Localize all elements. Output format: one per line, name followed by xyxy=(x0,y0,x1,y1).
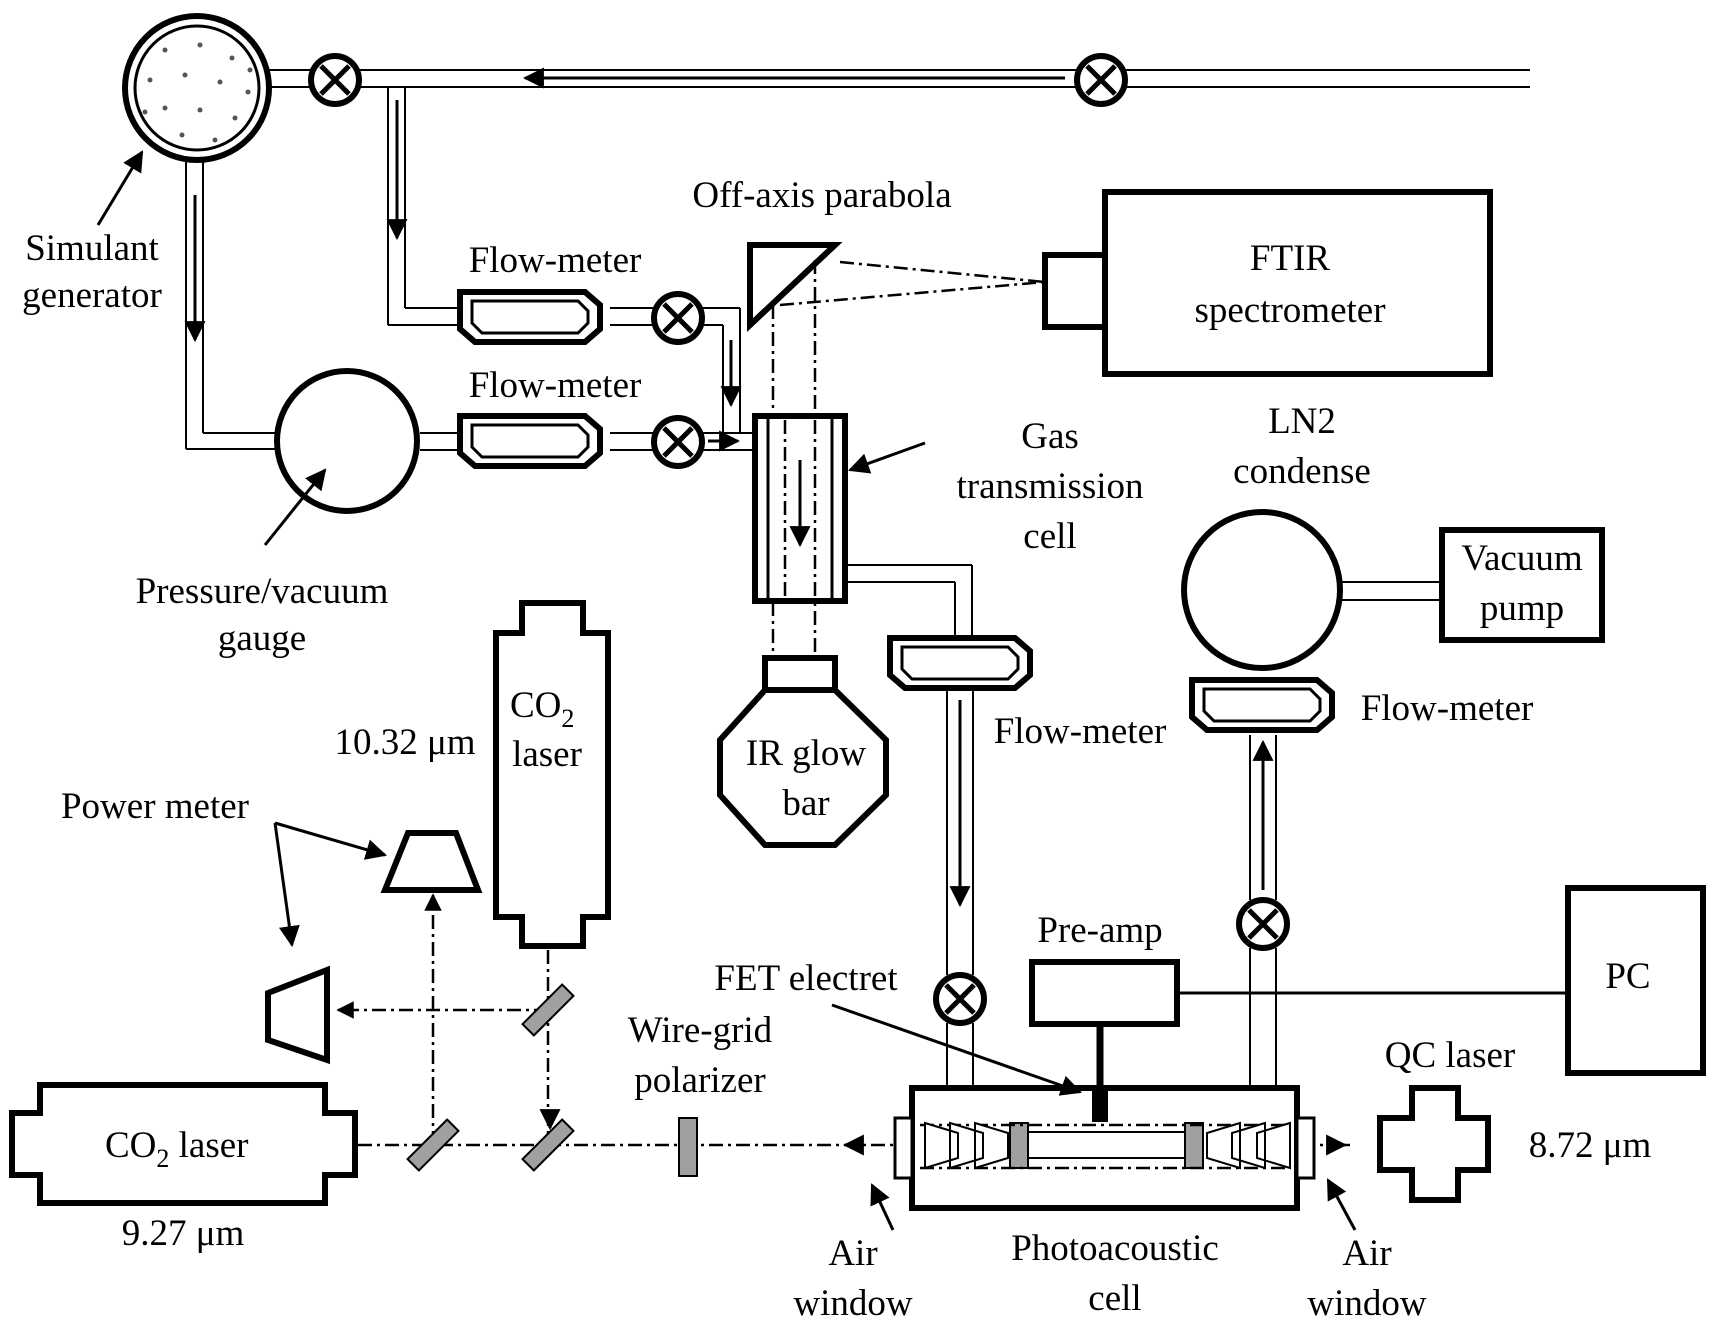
pre-amp xyxy=(1029,959,1180,1027)
pressure-gauge-label-1: Pressure/vacuum xyxy=(136,571,389,612)
co2-laser-vertical-label-1: CO2 xyxy=(510,685,574,733)
mirrors xyxy=(406,983,575,1172)
air-window-right xyxy=(1295,1116,1316,1180)
air-window-left xyxy=(893,1116,914,1180)
flow-meter-mid xyxy=(460,416,600,466)
simulant-generator-label-2: generator xyxy=(22,275,162,316)
valve-pa-outlet xyxy=(1239,900,1287,948)
off-axis-parabola-label: Off-axis parabola xyxy=(692,175,951,216)
flow-meter-right xyxy=(1192,680,1332,730)
vacuum-pump-label-2: pump xyxy=(1480,588,1564,629)
co2-laser-vertical-label-2: laser xyxy=(512,734,582,775)
co2-laser-horizontal xyxy=(9,1082,358,1206)
gas-cell-label-2: transmission xyxy=(956,466,1143,507)
ir-glow-bar-label-2: bar xyxy=(782,783,829,824)
valve-top-right xyxy=(1077,56,1125,104)
wavelength-1032-label: 10.32 μm xyxy=(334,722,475,763)
air-window-right-label-2: window xyxy=(1307,1283,1427,1324)
gas-cell-label-3: cell xyxy=(1023,516,1076,557)
generator-dots xyxy=(142,42,253,143)
pressure-gauge-label-2: gauge xyxy=(218,618,306,659)
vacuum-pump xyxy=(1439,527,1605,643)
air-window-left-label-2: window xyxy=(793,1283,913,1324)
wire-grid-polarizer xyxy=(678,1117,698,1177)
ftir-label-2: spectrometer xyxy=(1194,290,1385,331)
flow-meter-right-label: Flow-meter xyxy=(1361,688,1534,729)
pre-amp-label: Pre-amp xyxy=(1037,910,1162,951)
co2-laser-horizontal-label: CO2 laser xyxy=(105,1125,249,1173)
off-axis-parabola xyxy=(747,242,843,332)
air-window-left-label-1: Air xyxy=(828,1233,877,1274)
pc xyxy=(1565,885,1706,1076)
gas-transmission-cell xyxy=(752,413,848,604)
simulant-generator xyxy=(122,13,272,163)
air-window-right-label-1: Air xyxy=(1342,1233,1391,1274)
ln2-label-2: condense xyxy=(1233,451,1371,492)
qc-laser xyxy=(1377,1085,1491,1203)
valve-lower-branch xyxy=(654,418,702,466)
valve-top-left xyxy=(311,56,359,104)
gas-cell-label-1: Gas xyxy=(1021,416,1079,457)
power-meter-top xyxy=(380,830,483,893)
photoacoustic-cell xyxy=(893,1085,1316,1211)
wire-grid-label-1: Wire-grid xyxy=(628,1010,773,1051)
flow-meter-top xyxy=(460,292,600,342)
ftir-input-port xyxy=(1042,252,1108,330)
qc-laser-label: QC laser xyxy=(1385,1035,1516,1076)
fet-electret-label: FET electret xyxy=(714,958,898,999)
valve-pa-inlet xyxy=(936,975,984,1023)
co2-laser-vertical xyxy=(493,600,611,949)
vacuum-pump-label-1: Vacuum xyxy=(1461,538,1582,579)
ftir-label-1: FTIR xyxy=(1250,238,1331,279)
flow-meter-mid-label: Flow-meter xyxy=(469,365,642,406)
laser-beam-paths xyxy=(336,893,1350,1156)
flow-meter-top-label: Flow-meter xyxy=(469,240,642,281)
ln2-condenser xyxy=(1181,509,1343,671)
valve-upper-branch xyxy=(654,294,702,342)
gas-pipes xyxy=(185,69,1568,1095)
pressure-vacuum-gauge xyxy=(274,368,420,514)
photoacoustic-cell-label-1: Photoacoustic xyxy=(1011,1228,1219,1269)
wire-grid-label-2: polarizer xyxy=(634,1060,765,1101)
flow-meter-center-label: Flow-meter xyxy=(994,711,1167,752)
ir-glow-bar-label-1: IR glow xyxy=(746,733,867,774)
ir-glow-bar xyxy=(717,655,889,848)
wavelength-927-label: 9.27 μm xyxy=(122,1213,245,1254)
fet-electret xyxy=(1092,1090,1108,1122)
photoacoustic-cell-label-2: cell xyxy=(1088,1278,1141,1319)
flow-arrows xyxy=(184,67,1274,908)
pc-label: PC xyxy=(1605,956,1650,997)
power-meter-label: Power meter xyxy=(61,786,249,827)
power-meter-left xyxy=(265,965,330,1065)
wavelength-872-label: 8.72 μm xyxy=(1529,1125,1652,1166)
flow-meter-center xyxy=(890,638,1030,688)
ftir-spectrometer xyxy=(1102,189,1493,377)
ln2-label-1: LN2 xyxy=(1268,401,1336,442)
simulant-generator-label-1: Simulant xyxy=(25,228,159,269)
